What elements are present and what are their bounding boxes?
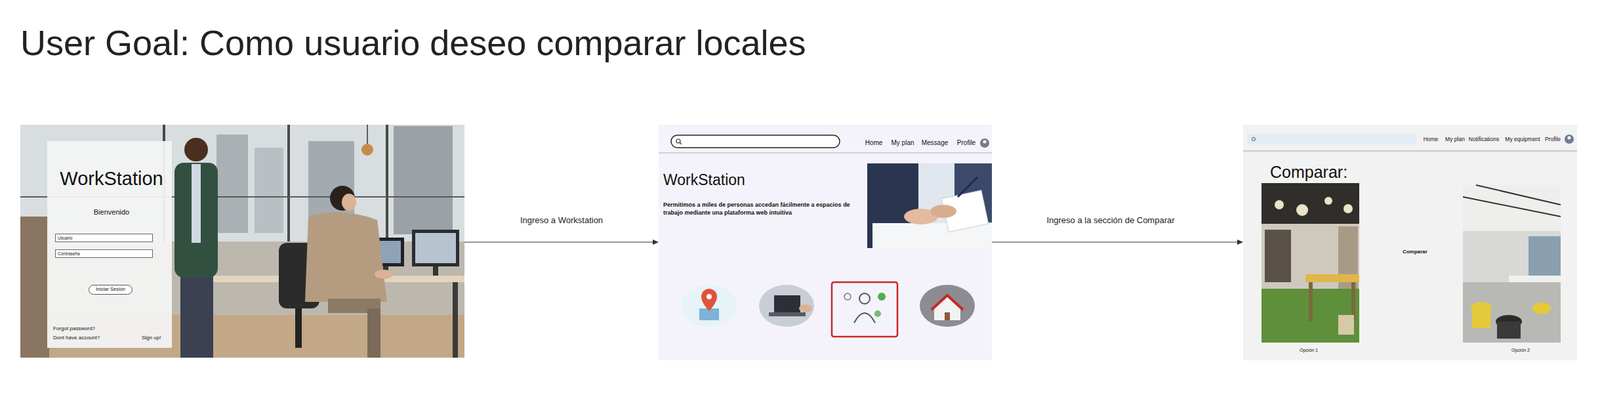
connector-line [464, 241, 654, 243]
screen-text: My plan [890, 139, 914, 147]
screen-text: Home [1423, 135, 1439, 143]
connector-line [991, 241, 1238, 243]
screen-text: Opción 1 [1299, 347, 1318, 353]
screen-frame: Home My plan Message ProfileWorkStationPerm… [658, 124, 992, 361]
screen-text: Home [865, 139, 883, 147]
screen-frame: Home My planNotifications My equipment Prof… [1243, 124, 1578, 361]
screen-text: WorkStation [59, 167, 163, 191]
edge-label: Ingreso a Workstation [518, 215, 605, 226]
edge-label: Ingreso a la sección de Comparar [1044, 215, 1177, 226]
input-field: Contraseña [55, 249, 153, 258]
input-field: Usuario [55, 233, 153, 243]
screen-text: Permitimos a miles de personas accedan f… [663, 200, 861, 217]
home-screen [658, 124, 992, 361]
field-text: Contraseña [57, 251, 81, 256]
screen-text: Profile [1544, 135, 1561, 143]
screen-text: Bienvenido [93, 207, 130, 217]
screen-text: Sign up! [141, 334, 161, 342]
flow-connector [991, 239, 1244, 245]
screen-text: Forgot password? [53, 325, 96, 332]
screen-text: Notifications [1468, 135, 1499, 143]
screen-text: Profile [957, 139, 976, 147]
field-text: Iniciar Sesión [95, 286, 126, 292]
screen-text: Dont have account? [53, 334, 100, 342]
login-photo [20, 124, 465, 358]
screen-text: Comparar: [1270, 162, 1348, 182]
screen-text: WorkStation [663, 171, 746, 190]
screen-frame: WorkStationBienvenidoForgot password? Don… [20, 124, 465, 358]
screen-text: Opción 2 [1511, 347, 1530, 353]
field-text: Usuario [57, 235, 73, 241]
arrow-head [652, 239, 659, 245]
screen-text: Message [921, 139, 949, 147]
screen-text: My equipment [1504, 135, 1540, 143]
flow-connector [464, 239, 659, 245]
compare-screen [1243, 124, 1578, 361]
diagram-title: User Goal: Como usuario deseo comparar l… [20, 21, 807, 65]
screen-text: My plan [1445, 135, 1465, 143]
login-button: Iniciar Sesión [88, 284, 133, 295]
arrow-head [1237, 239, 1244, 245]
screen-text: Comparar [1402, 248, 1428, 256]
